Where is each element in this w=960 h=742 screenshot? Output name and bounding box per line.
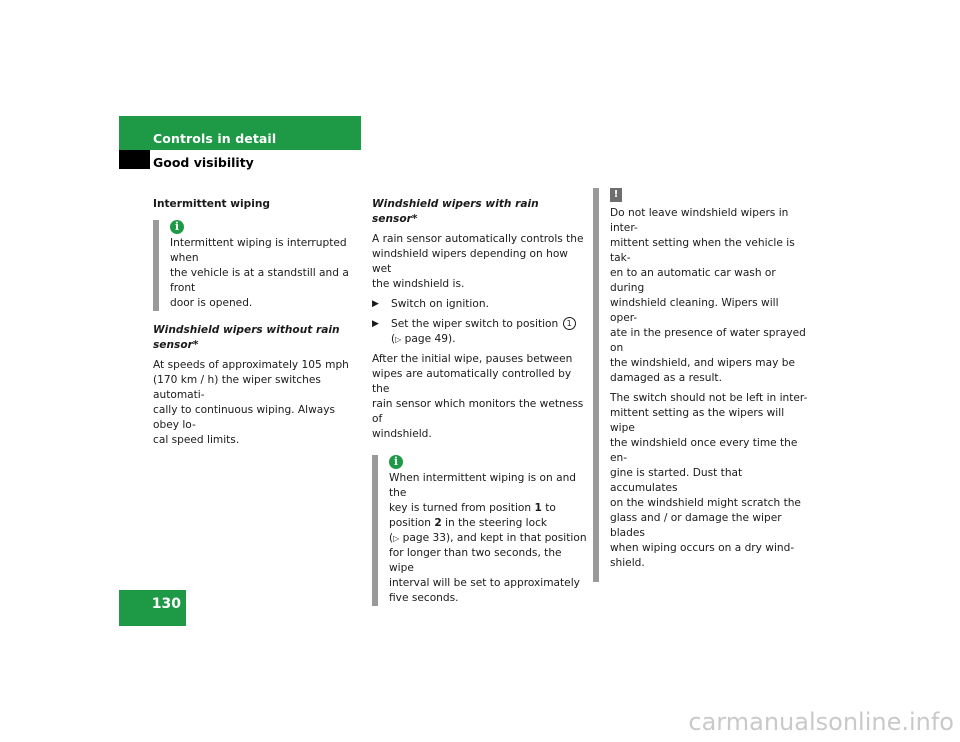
with-rain-sensor-heading: Windshield wipers with rain sensor* bbox=[372, 198, 539, 225]
note-line: for longer than two seconds, the wipe bbox=[389, 547, 562, 574]
step-ignition: ▶ Switch on ignition. bbox=[372, 297, 587, 312]
intro-paragraph: A rain sensor automatically controls the… bbox=[372, 232, 587, 292]
subsection-title: Good visibility bbox=[153, 155, 254, 170]
warning-line: the windshield once every time the en- bbox=[610, 437, 798, 464]
page-ref-triangle-icon: ▷ bbox=[393, 534, 400, 543]
warning-line: mittent setting when the vehicle is tak- bbox=[610, 237, 795, 264]
note-line: key is turned from position 1 to bbox=[389, 502, 556, 514]
left-column: Intermittent wiping i Intermittent wipin… bbox=[153, 197, 363, 448]
step-text: Switch on ignition. bbox=[391, 298, 489, 310]
page-ref-link[interactable]: page 49). bbox=[404, 333, 456, 345]
warning-line: ate in the presence of water sprayed on bbox=[610, 327, 806, 354]
watermark: carmanualsonline.info bbox=[688, 708, 954, 736]
note-line: the vehicle is at a standstill and a fro… bbox=[170, 267, 349, 294]
step-text: Set the wiper switch to position bbox=[391, 318, 559, 330]
bullet-arrow-icon: ▶ bbox=[372, 319, 379, 329]
page-number: 130 bbox=[151, 596, 181, 612]
position-circle-icon: 1 bbox=[562, 317, 576, 330]
warning-line: gine is started. Dust that accumulates bbox=[610, 467, 743, 494]
note-line: door is opened. bbox=[170, 297, 253, 309]
right-column: ! Do not leave windshield wipers in inte… bbox=[593, 188, 808, 582]
para-line: wipes are automatically controlled by th… bbox=[372, 368, 572, 395]
warning-line: on the windshield might scratch the bbox=[610, 497, 801, 509]
para-line: (170 km / h) the wiper switches automati… bbox=[153, 374, 321, 401]
note-line: When intermittent wiping is on and the bbox=[389, 472, 577, 499]
warning-line: when wiping occurs on a dry wind- bbox=[610, 542, 795, 554]
para-line: After the initial wipe, pauses between bbox=[372, 353, 573, 365]
note-line: position 2 in the steering lock bbox=[389, 517, 548, 529]
para-line: windshield. bbox=[372, 428, 432, 440]
page-ref-triangle-icon: ▷ bbox=[395, 335, 402, 344]
header-green-bar bbox=[119, 116, 361, 150]
warning-line: Do not leave windshield wipers in inter- bbox=[610, 207, 789, 234]
info-note-middle: i When intermittent wiping is on and the… bbox=[372, 455, 587, 606]
page-number-box bbox=[119, 590, 186, 626]
para-line: the windshield is. bbox=[372, 278, 465, 290]
note-line: Intermittent wiping is interrupted when bbox=[170, 237, 347, 264]
note-line: (▷ page 33), and kept in that position bbox=[389, 532, 587, 544]
para-line: cally to continuous wiping. Always obey … bbox=[153, 404, 336, 431]
info-icon: i bbox=[170, 220, 184, 234]
page-ref-link[interactable]: page 33), and kept in that position bbox=[402, 532, 587, 544]
after-wipe-paragraph: After the initial wipe, pauses between w… bbox=[372, 352, 587, 442]
intermittent-wiping-heading: Intermittent wiping bbox=[153, 198, 270, 210]
para-line: A rain sensor automatically controls the bbox=[372, 233, 584, 245]
bullet-arrow-icon: ▶ bbox=[372, 299, 379, 309]
warning-line: windshield cleaning. Wipers will oper- bbox=[610, 297, 779, 324]
warning-line: glass and / or damage the wiper blades bbox=[610, 512, 782, 539]
warning-line: shield. bbox=[610, 557, 645, 569]
note-line: interval will be set to approximately bbox=[389, 577, 580, 589]
middle-column: Windshield wipers with rain sensor* A ra… bbox=[372, 197, 587, 606]
info-note-left: i Intermittent wiping is interrupted whe… bbox=[153, 220, 363, 311]
warning-line: The switch should not be left in inter- bbox=[610, 392, 808, 404]
warning-line: damaged as a result. bbox=[610, 372, 722, 384]
step-wiper-switch: ▶ Set the wiper switch to position 1 (▷ … bbox=[372, 317, 587, 347]
speed-paragraph: At speeds of approximately 105 mph (170 … bbox=[153, 358, 363, 448]
warning-line: mittent setting as the wipers will wipe bbox=[610, 407, 785, 434]
without-rain-sensor-heading: Windshield wipers without rain sensor* bbox=[153, 324, 340, 351]
para-line: rain sensor which monitors the wetness o… bbox=[372, 398, 584, 425]
warning-line: en to an automatic car wash or during bbox=[610, 267, 776, 294]
warning-icon: ! bbox=[610, 188, 622, 202]
note-line: five seconds. bbox=[389, 592, 459, 604]
section-title: Controls in detail bbox=[153, 131, 277, 146]
para-line: cal speed limits. bbox=[153, 434, 240, 446]
info-icon: i bbox=[389, 455, 403, 469]
warning-note: ! Do not leave windshield wipers in inte… bbox=[593, 188, 808, 582]
para-line: windshield wipers depending on how wet bbox=[372, 248, 568, 275]
header-black-tab bbox=[119, 150, 150, 169]
para-line: At speeds of approximately 105 mph bbox=[153, 359, 349, 371]
warning-line: the windshield, and wipers may be bbox=[610, 357, 795, 369]
